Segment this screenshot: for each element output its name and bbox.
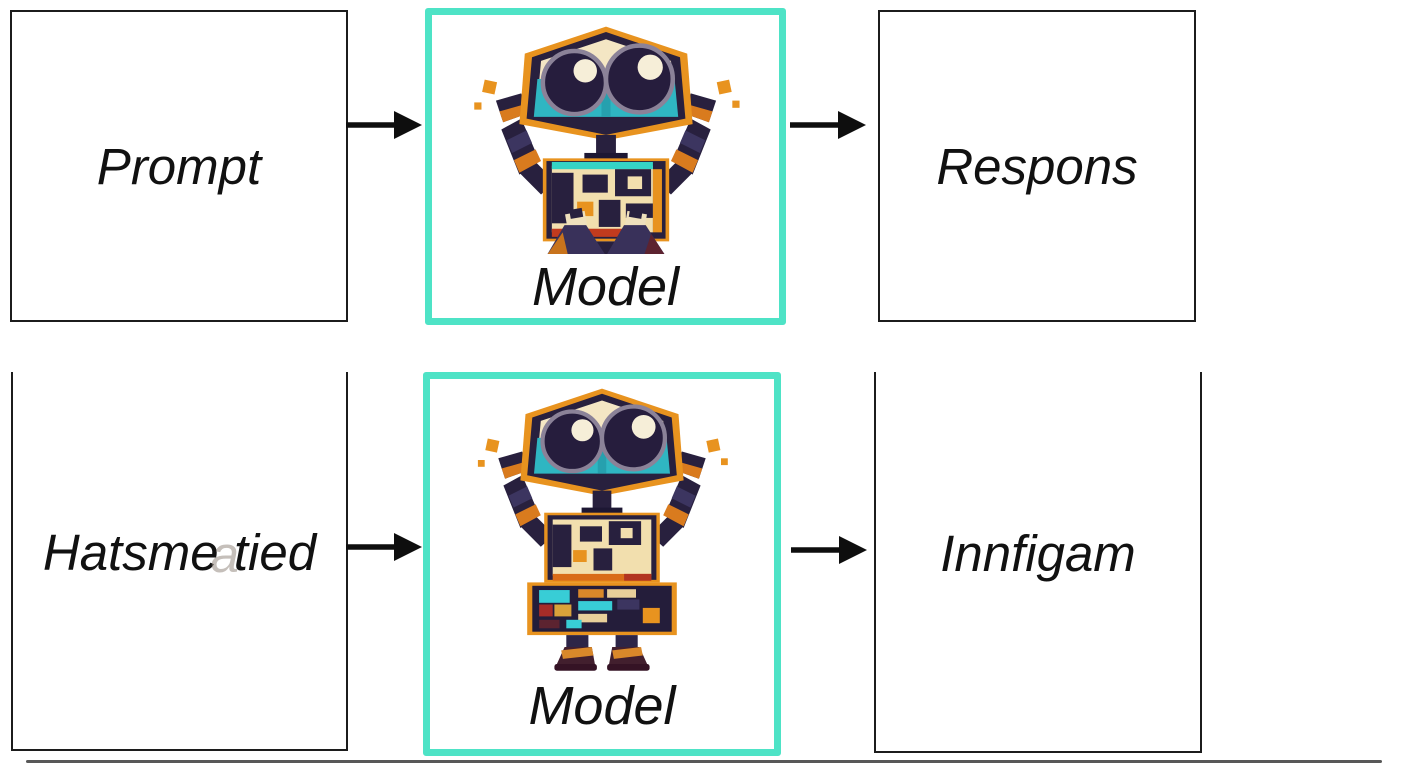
prompt-box: Prompt: [10, 10, 348, 322]
output-label-bottom: Innfigam: [940, 525, 1136, 582]
model-box-bottom: Model: [423, 372, 781, 756]
output-box-bottom: Innfigam: [874, 372, 1202, 753]
arrow-right-icon: [346, 533, 422, 561]
robot-eye-right: [603, 43, 675, 115]
prompt-label: Prompt: [96, 137, 262, 195]
robot-panel: [527, 582, 677, 636]
robot-torso: [544, 512, 660, 583]
arrow-right-icon: [346, 111, 422, 139]
robot-eye-left: [540, 409, 605, 474]
robot-neck: [592, 490, 612, 511]
robot-eye-right: [599, 404, 668, 472]
robot-icon: [477, 388, 728, 671]
model-box-top: Model: [425, 8, 786, 325]
robot-neck: [595, 134, 616, 157]
ghost-letter: a: [210, 525, 239, 583]
model-label-bottom: Model: [528, 676, 676, 736]
response-box: Respons: [878, 10, 1196, 322]
response-label: Respons: [936, 137, 1138, 195]
robot-right-arm: [649, 438, 728, 547]
arrow-right-icon: [790, 111, 866, 139]
robot-legs: [554, 635, 650, 671]
robot-head: [520, 388, 684, 496]
robot-head: [518, 26, 693, 141]
bottom-divider: [26, 760, 1382, 763]
robot-eye-left: [540, 48, 608, 117]
robot-legs: [547, 207, 664, 254]
robot-torso: [542, 158, 669, 242]
model-label-top: Model: [531, 257, 680, 317]
robot-icon: [473, 26, 740, 254]
arrow-right-icon: [791, 536, 867, 564]
